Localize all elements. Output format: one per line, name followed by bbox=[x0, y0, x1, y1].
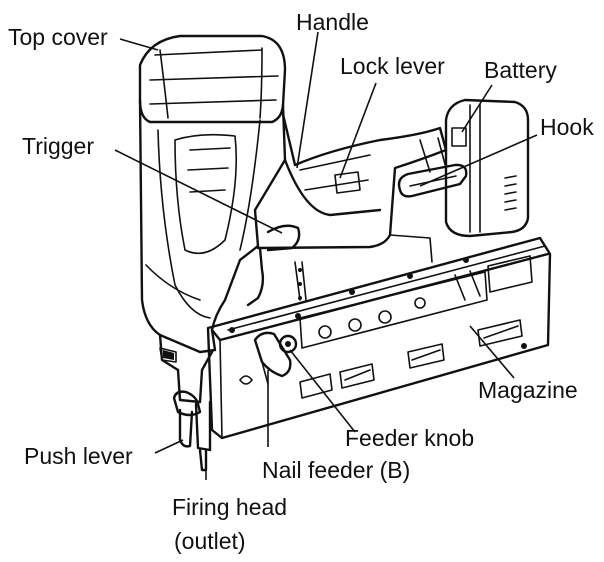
firing-head-part bbox=[158, 333, 214, 472]
magazine-part bbox=[206, 236, 552, 440]
frame-part bbox=[246, 234, 433, 307]
label-nail-feeder-b: Nail feeder (B) bbox=[262, 457, 410, 483]
leader-handle bbox=[296, 31, 319, 169]
leader-lock-lever bbox=[339, 82, 377, 179]
leader-battery bbox=[461, 84, 493, 133]
label-hook: Hook bbox=[540, 114, 594, 140]
label-top-cover: Top cover bbox=[8, 24, 108, 50]
label-feeder-knob: Feeder knob bbox=[345, 425, 474, 451]
label-firing-head: Firing head bbox=[172, 494, 287, 520]
label-handle: Handle bbox=[296, 9, 369, 35]
nailer-illustration bbox=[138, 34, 552, 472]
label-lock-lever: Lock lever bbox=[340, 53, 445, 79]
leader-trigger bbox=[114, 149, 283, 234]
label-push-lever: Push lever bbox=[24, 443, 133, 469]
leader-lines bbox=[114, 31, 538, 480]
feeder-part bbox=[253, 331, 298, 385]
label-magazine: Magazine bbox=[478, 377, 578, 403]
leader-hook bbox=[419, 134, 538, 187]
top-cover-part bbox=[138, 34, 287, 124]
battery-part bbox=[444, 98, 530, 238]
leader-feeder-knob bbox=[289, 349, 356, 433]
leader-magazine bbox=[469, 325, 515, 379]
label-firing-head-outlet: (outlet) bbox=[174, 528, 246, 554]
handle-part bbox=[256, 108, 448, 250]
leader-top-cover bbox=[119, 38, 159, 51]
leader-push-lever bbox=[154, 439, 184, 454]
trigger-part bbox=[266, 224, 301, 252]
part-labels: Top cover Handle Lock lever Battery Hook… bbox=[8, 9, 594, 554]
label-battery: Battery bbox=[484, 57, 557, 83]
label-trigger: Trigger bbox=[22, 133, 94, 159]
